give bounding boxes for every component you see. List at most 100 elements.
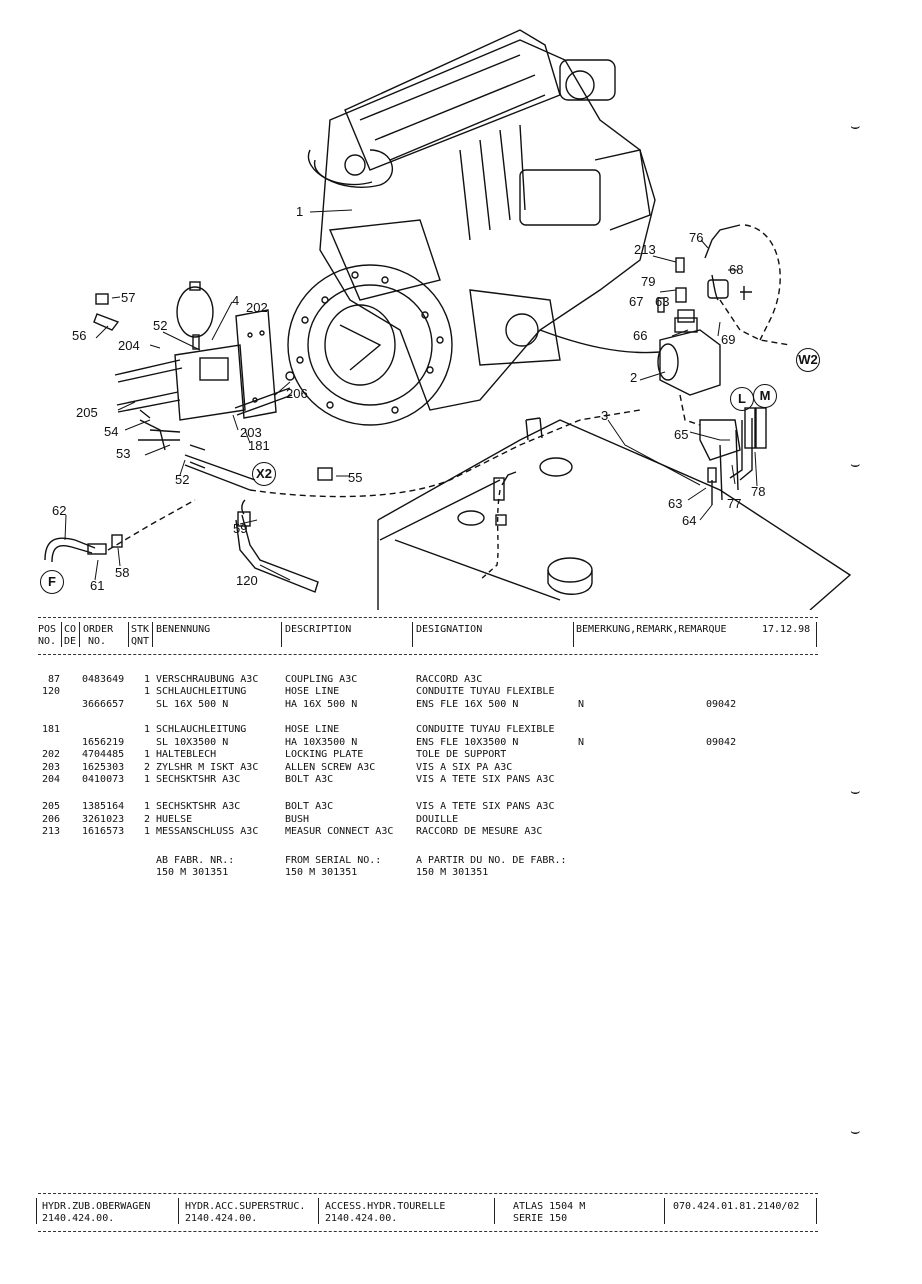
cell-order: 3261023 bbox=[82, 814, 125, 825]
gear-pump bbox=[657, 224, 767, 505]
serial-fr-value: 150 M 301351 bbox=[416, 867, 489, 878]
cell-order: 0483649 bbox=[82, 674, 125, 685]
callout: 203 bbox=[240, 425, 262, 440]
callout: 213 bbox=[634, 242, 656, 257]
cell-pos: 202 bbox=[41, 749, 60, 760]
callout: 52 bbox=[153, 318, 168, 333]
callout: 78 bbox=[751, 484, 766, 499]
circled-marker-l: L bbox=[730, 387, 754, 411]
callout: 56 bbox=[72, 328, 87, 343]
col-divider bbox=[281, 622, 282, 647]
col-designation-label: DESIGNATION bbox=[416, 624, 483, 635]
cell-desig: ENS FLE 10X3500 N bbox=[416, 737, 519, 748]
cell-ben: SECHSKTSHR A3C bbox=[156, 774, 241, 785]
cell-desc: ALLEN SCREW A3C bbox=[285, 762, 376, 773]
callout: 67 bbox=[629, 294, 644, 309]
cell-desig: CONDUITE TUYAU FLEXIBLE bbox=[416, 686, 555, 697]
footer-group-en-no: 2140.424.00. bbox=[185, 1213, 258, 1224]
callout: 65 bbox=[674, 427, 689, 442]
cell-qty: 1 bbox=[144, 826, 151, 837]
cell-pos: 120 bbox=[41, 686, 60, 697]
callout: 1 bbox=[296, 204, 304, 219]
cell-code: 09042 bbox=[706, 699, 737, 710]
leader-lines bbox=[64, 209, 758, 581]
circled-marker-f: F bbox=[40, 570, 64, 594]
footer-model: ATLAS 1504 M bbox=[513, 1201, 586, 1212]
serial-de-value: 150 M 301351 bbox=[156, 867, 229, 878]
col-qnt-label: QNT bbox=[131, 636, 150, 647]
cell-ben: VERSCHRAUBUNG A3C bbox=[156, 674, 259, 685]
serial-en-value: 150 M 301351 bbox=[285, 867, 358, 878]
footer-divider bbox=[178, 1198, 179, 1224]
col-order-sub: NO. bbox=[88, 636, 107, 647]
callout: 62 bbox=[52, 503, 67, 518]
cell-order: 0410073 bbox=[82, 774, 125, 785]
col-divider bbox=[573, 622, 574, 647]
cell-desig: ENS FLE 16X 500 N bbox=[416, 699, 519, 710]
cell-pos: 213 bbox=[41, 826, 60, 837]
cell-desig: RACCORD A3C bbox=[416, 674, 483, 685]
cell-desc: COUPLING A3C bbox=[285, 674, 358, 685]
cell-desig: CONDUITE TUYAU FLEXIBLE bbox=[416, 724, 555, 735]
cell-order: 4704485 bbox=[82, 749, 125, 760]
exploded-parts-diagram bbox=[44, 29, 852, 610]
callout: 4 bbox=[232, 293, 240, 308]
col-pos-label: POS bbox=[38, 624, 57, 635]
footer-group-de-no: 2140.424.00. bbox=[42, 1213, 115, 1224]
callout: 58 bbox=[115, 565, 130, 580]
engine-assembly bbox=[307, 29, 656, 411]
cell-pos: 181 bbox=[41, 724, 60, 735]
cell-qty: 1 bbox=[144, 724, 151, 735]
footer-divider bbox=[318, 1198, 319, 1224]
col-pos-sub: NO. bbox=[38, 636, 57, 647]
cell-ben: HALTEBLECH bbox=[156, 749, 217, 760]
footer-divider bbox=[36, 1198, 37, 1224]
cell-qty: 1 bbox=[144, 801, 151, 812]
callout: 53 bbox=[116, 446, 131, 461]
cell-ben: MESSANSCHLUSS A3C bbox=[156, 826, 259, 837]
cell-ben: ZYLSHR M ISKT A3C bbox=[156, 762, 259, 773]
callout: 206 bbox=[286, 386, 308, 401]
callout: 63 bbox=[668, 496, 683, 511]
callout: 59 bbox=[233, 521, 248, 536]
footer-group-de: HYDR.ZUB.OBERWAGEN bbox=[42, 1201, 151, 1212]
footer-divider bbox=[494, 1198, 495, 1224]
cell-remark: N bbox=[578, 737, 585, 748]
callout: 66 bbox=[633, 328, 648, 343]
callout: 61 bbox=[90, 578, 105, 593]
cell-ben: SCHLAUCHLEITUNG bbox=[156, 686, 247, 697]
callout: 76 bbox=[689, 230, 704, 245]
cell-order: 3666657 bbox=[82, 699, 125, 710]
col-divider bbox=[816, 622, 817, 647]
callout: 79 bbox=[641, 274, 656, 289]
cell-desc: BOLT A3C bbox=[285, 774, 334, 785]
cell-pos: 204 bbox=[41, 774, 60, 785]
col-co-sub: DE bbox=[64, 636, 77, 647]
callout: 205 bbox=[76, 405, 98, 420]
cell-ben: HUELSE bbox=[156, 814, 193, 825]
binder-mark: ⌣ bbox=[850, 783, 861, 800]
cell-qty: 2 bbox=[144, 814, 151, 825]
callout: 2 bbox=[630, 370, 638, 385]
callout: 204 bbox=[118, 338, 140, 353]
hydraulic-tank bbox=[377, 417, 852, 610]
cell-desc: HOSE LINE bbox=[285, 724, 340, 735]
binder-mark: ⌣ bbox=[850, 1123, 861, 1140]
cell-qty: 2 bbox=[144, 762, 151, 773]
callout: 57 bbox=[121, 290, 136, 305]
cell-desig: TOLE DE SUPPORT bbox=[416, 749, 507, 760]
col-divider bbox=[79, 622, 80, 647]
col-divider bbox=[61, 622, 62, 647]
col-divider bbox=[152, 622, 153, 647]
cell-ben: SCHLAUCHLEITUNG bbox=[156, 724, 247, 735]
cell-pos: 205 bbox=[41, 801, 60, 812]
footer-group-en: HYDR.ACC.SUPERSTRUC. bbox=[185, 1201, 306, 1212]
cell-desig: DOUILLE bbox=[416, 814, 459, 825]
cell-desig: RACCORD DE MESURE A3C bbox=[416, 826, 543, 837]
cell-pos: 206 bbox=[41, 814, 60, 825]
col-divider bbox=[128, 622, 129, 647]
callout: 181 bbox=[248, 438, 270, 453]
cell-remark: N bbox=[578, 699, 585, 710]
cell-desc: HA 16X 500 N bbox=[285, 699, 358, 710]
cell-pos: 87 bbox=[47, 674, 60, 685]
